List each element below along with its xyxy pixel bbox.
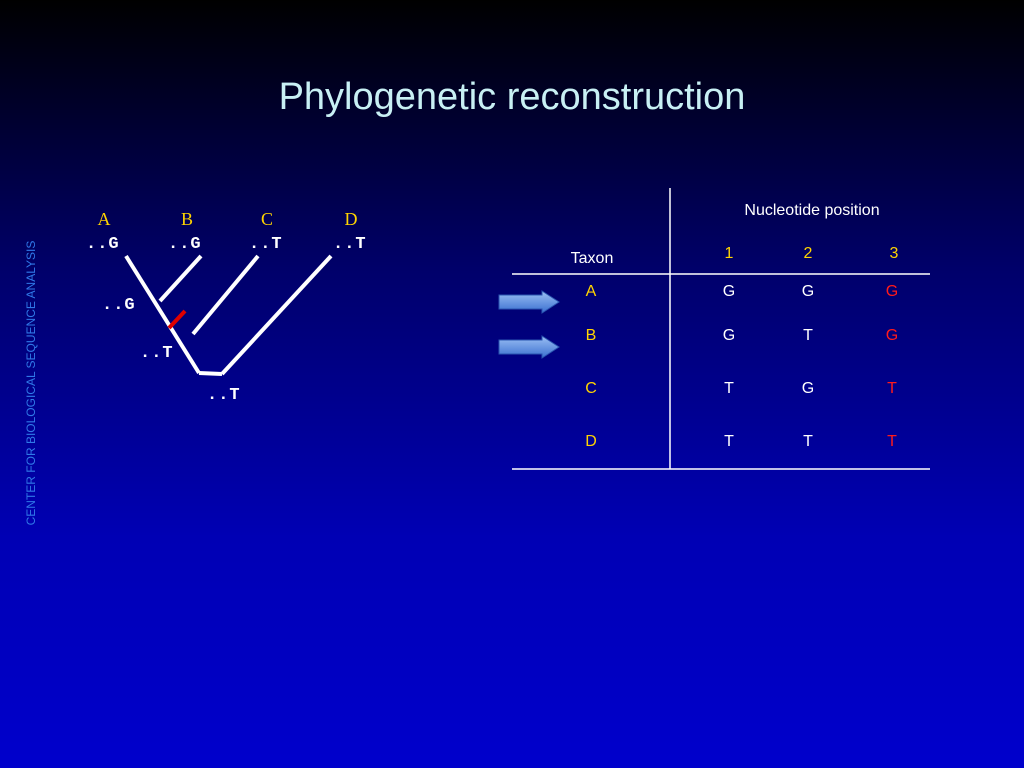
table-cell: G — [722, 283, 736, 300]
branch-a — [124, 254, 201, 375]
branch-d — [220, 254, 333, 376]
table-cell: G — [722, 327, 736, 344]
mutation-mark — [167, 309, 187, 330]
arrow-right-icon — [498, 290, 560, 314]
taxon-label-b: B — [180, 209, 193, 229]
ancestor-abc-sequence: ..T — [140, 344, 174, 363]
root-sequence: ..T — [207, 386, 241, 405]
table-cell-highlight: G — [885, 283, 899, 300]
branch-ab-abc — [198, 371, 223, 376]
table-header-position-1: 1 — [724, 245, 734, 262]
leaf-sequence-d: ..T — [333, 235, 367, 254]
leaf-sequence-b: ..G — [168, 235, 202, 254]
table-cell: G — [801, 283, 815, 300]
table-row-taxon: C — [585, 380, 597, 397]
taxon-label-d: D — [344, 209, 358, 229]
table-row-taxon: B — [585, 327, 597, 344]
table-row-taxon: A — [585, 283, 597, 300]
table-cell: T — [724, 433, 734, 450]
table-cell-highlight: T — [887, 380, 897, 397]
table-cell-highlight: G — [885, 327, 899, 344]
table-header-position-3: 3 — [889, 245, 899, 262]
table-cell: T — [803, 433, 813, 450]
branch-b — [158, 254, 203, 303]
table-header-taxon: Taxon — [570, 250, 614, 267]
table-header-group: Nucleotide position — [744, 202, 880, 219]
table-cell: T — [724, 380, 734, 397]
taxon-label-c: C — [260, 209, 273, 229]
table-cell: T — [803, 327, 813, 344]
slide-title: Phylogenetic reconstruction — [278, 76, 746, 118]
arrow-right-icon — [498, 335, 560, 359]
table-row-taxon: D — [585, 433, 597, 450]
table-header-position-2: 2 — [803, 245, 813, 262]
table-cell: G — [801, 380, 815, 397]
ancestor-ab-sequence: ..G — [102, 296, 136, 315]
taxon-label-a: A — [97, 209, 111, 229]
table-cell-highlight: T — [887, 433, 897, 450]
leaf-sequence-c: ..T — [249, 235, 283, 254]
leaf-sequence-a: ..G — [86, 235, 120, 254]
branch-c — [191, 254, 260, 336]
